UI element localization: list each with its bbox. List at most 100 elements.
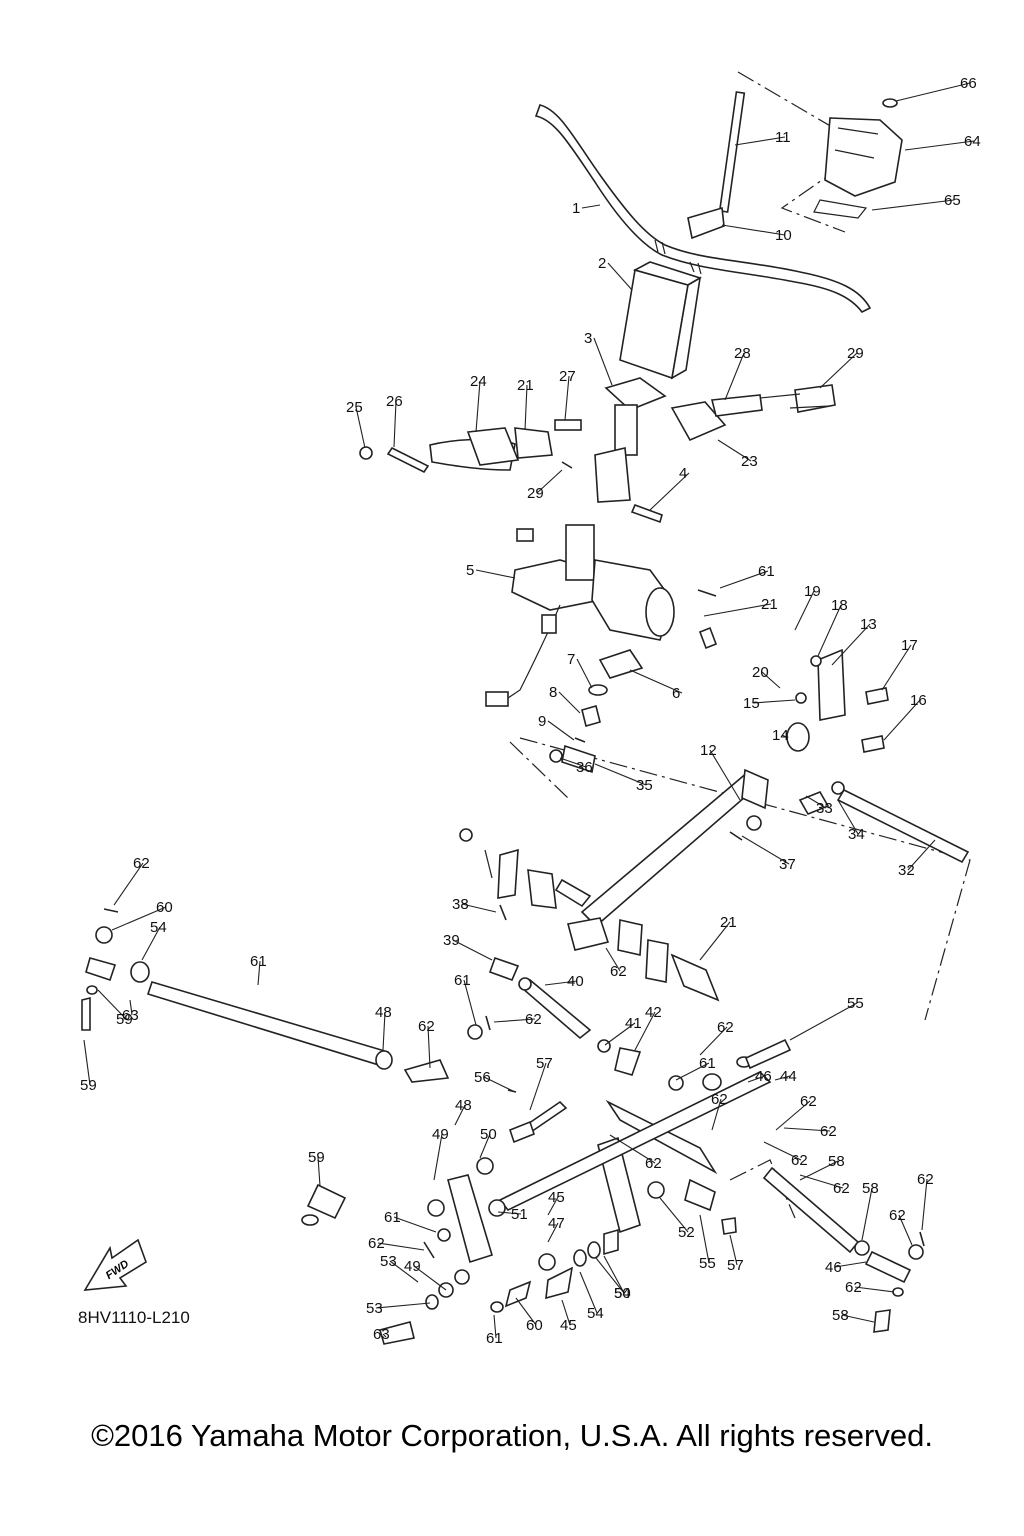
leader-line xyxy=(805,795,827,809)
leader-line xyxy=(382,1333,387,1338)
leader-line xyxy=(605,947,621,972)
callout-21: 21 xyxy=(517,377,534,394)
callout-3: 3 xyxy=(584,330,592,347)
callout-62: 62 xyxy=(525,1011,542,1028)
callout-55: 55 xyxy=(847,995,864,1012)
callout-65: 65 xyxy=(944,192,961,209)
fwd-arrow-icon: FWD xyxy=(83,1238,147,1291)
callout-62: 62 xyxy=(418,1018,435,1035)
leader-line xyxy=(741,835,790,865)
document-code: 8HV1110-L210 xyxy=(78,1308,190,1327)
callout-57: 57 xyxy=(727,1257,744,1274)
leader-line xyxy=(659,1197,689,1233)
leader-line xyxy=(675,1062,710,1081)
leader-line xyxy=(377,1242,425,1251)
callout-1: 1 xyxy=(572,200,580,217)
callout-24: 24 xyxy=(470,373,487,390)
rod-upper xyxy=(729,781,970,864)
callout-56: 56 xyxy=(474,1069,491,1086)
callout-10: 10 xyxy=(775,227,792,244)
leader-line xyxy=(558,691,581,714)
callout-58: 58 xyxy=(862,1180,879,1197)
leader-line xyxy=(561,1299,571,1326)
leader-line xyxy=(257,960,261,986)
callout-25: 25 xyxy=(346,399,363,416)
leader-line xyxy=(629,669,683,694)
callout-12: 12 xyxy=(700,742,717,759)
callout-55: 55 xyxy=(699,1255,716,1272)
leader-line xyxy=(711,1098,722,1131)
upper-linkage xyxy=(359,384,836,524)
callout-11: 11 xyxy=(775,129,791,146)
callout-9: 9 xyxy=(538,713,546,730)
callout-60: 60 xyxy=(156,899,173,916)
leader-line xyxy=(761,671,781,689)
callout-39: 39 xyxy=(443,932,460,949)
leader-line xyxy=(97,989,127,1020)
leader-line xyxy=(817,604,842,657)
leader-line xyxy=(734,136,786,146)
callout-5: 5 xyxy=(466,562,474,579)
callout-49: 49 xyxy=(404,1258,421,1275)
callout-62: 62 xyxy=(133,855,150,872)
leader-line xyxy=(113,862,144,906)
callout-53: 53 xyxy=(366,1300,383,1317)
leader-line xyxy=(871,199,955,211)
callout-54: 54 xyxy=(150,919,167,936)
callout-37: 37 xyxy=(779,856,796,873)
leader-line xyxy=(83,1039,91,1086)
lower-levers xyxy=(301,1038,792,1345)
callout-63: 63 xyxy=(373,1326,390,1343)
leader-line xyxy=(789,1002,858,1041)
callout-53: 53 xyxy=(380,1253,397,1270)
callout-60: 60 xyxy=(526,1317,543,1334)
leader-line xyxy=(529,1062,547,1111)
callout-14: 14 xyxy=(772,727,789,744)
callout-27: 27 xyxy=(559,368,576,385)
callout-61: 61 xyxy=(758,563,775,580)
callout-19: 19 xyxy=(804,583,821,600)
leader-line xyxy=(524,384,528,431)
callout-62: 62 xyxy=(645,1155,662,1172)
leader-line xyxy=(721,224,786,236)
leader-line xyxy=(559,757,587,768)
callout-7: 7 xyxy=(567,651,575,668)
callout-51: 51 xyxy=(511,1206,528,1223)
leader-line xyxy=(427,1025,431,1069)
callout-62: 62 xyxy=(889,1207,906,1224)
leader-line xyxy=(752,699,796,704)
leader-line xyxy=(581,204,601,209)
leader-line xyxy=(819,352,858,389)
leader-line xyxy=(461,903,497,913)
leader-line xyxy=(831,623,871,666)
callout-17: 17 xyxy=(901,637,918,654)
leader-line xyxy=(493,1018,536,1023)
leader-line xyxy=(709,749,741,801)
leader-line xyxy=(452,939,493,961)
steering-column-top xyxy=(594,91,746,503)
callout-61: 61 xyxy=(250,953,267,970)
callout-29: 29 xyxy=(847,345,864,362)
leader-line xyxy=(775,1100,811,1131)
callout-32: 32 xyxy=(898,862,915,879)
callout-50: 50 xyxy=(480,1126,497,1143)
callout-labels: 1234567891011121314161517181920212123242… xyxy=(80,75,981,1347)
leader-line xyxy=(729,1234,738,1266)
leader-line xyxy=(783,1127,831,1132)
callout-48: 48 xyxy=(455,1097,472,1114)
leader-line xyxy=(794,590,815,631)
callout-33: 33 xyxy=(816,800,833,817)
callout-20: 20 xyxy=(752,664,769,681)
callout-62: 62 xyxy=(368,1235,385,1252)
leader-line xyxy=(634,1011,656,1051)
leader-line xyxy=(389,1260,419,1283)
callout-15: 15 xyxy=(743,695,760,712)
leader-line xyxy=(609,1134,656,1164)
callout-49: 49 xyxy=(432,1126,449,1143)
leader-line xyxy=(515,1297,537,1326)
leader-line xyxy=(544,980,578,986)
leader-line xyxy=(497,1211,522,1215)
callout-61: 61 xyxy=(454,972,471,989)
callout-63: 63 xyxy=(122,1007,139,1024)
leader-line xyxy=(861,1187,873,1241)
